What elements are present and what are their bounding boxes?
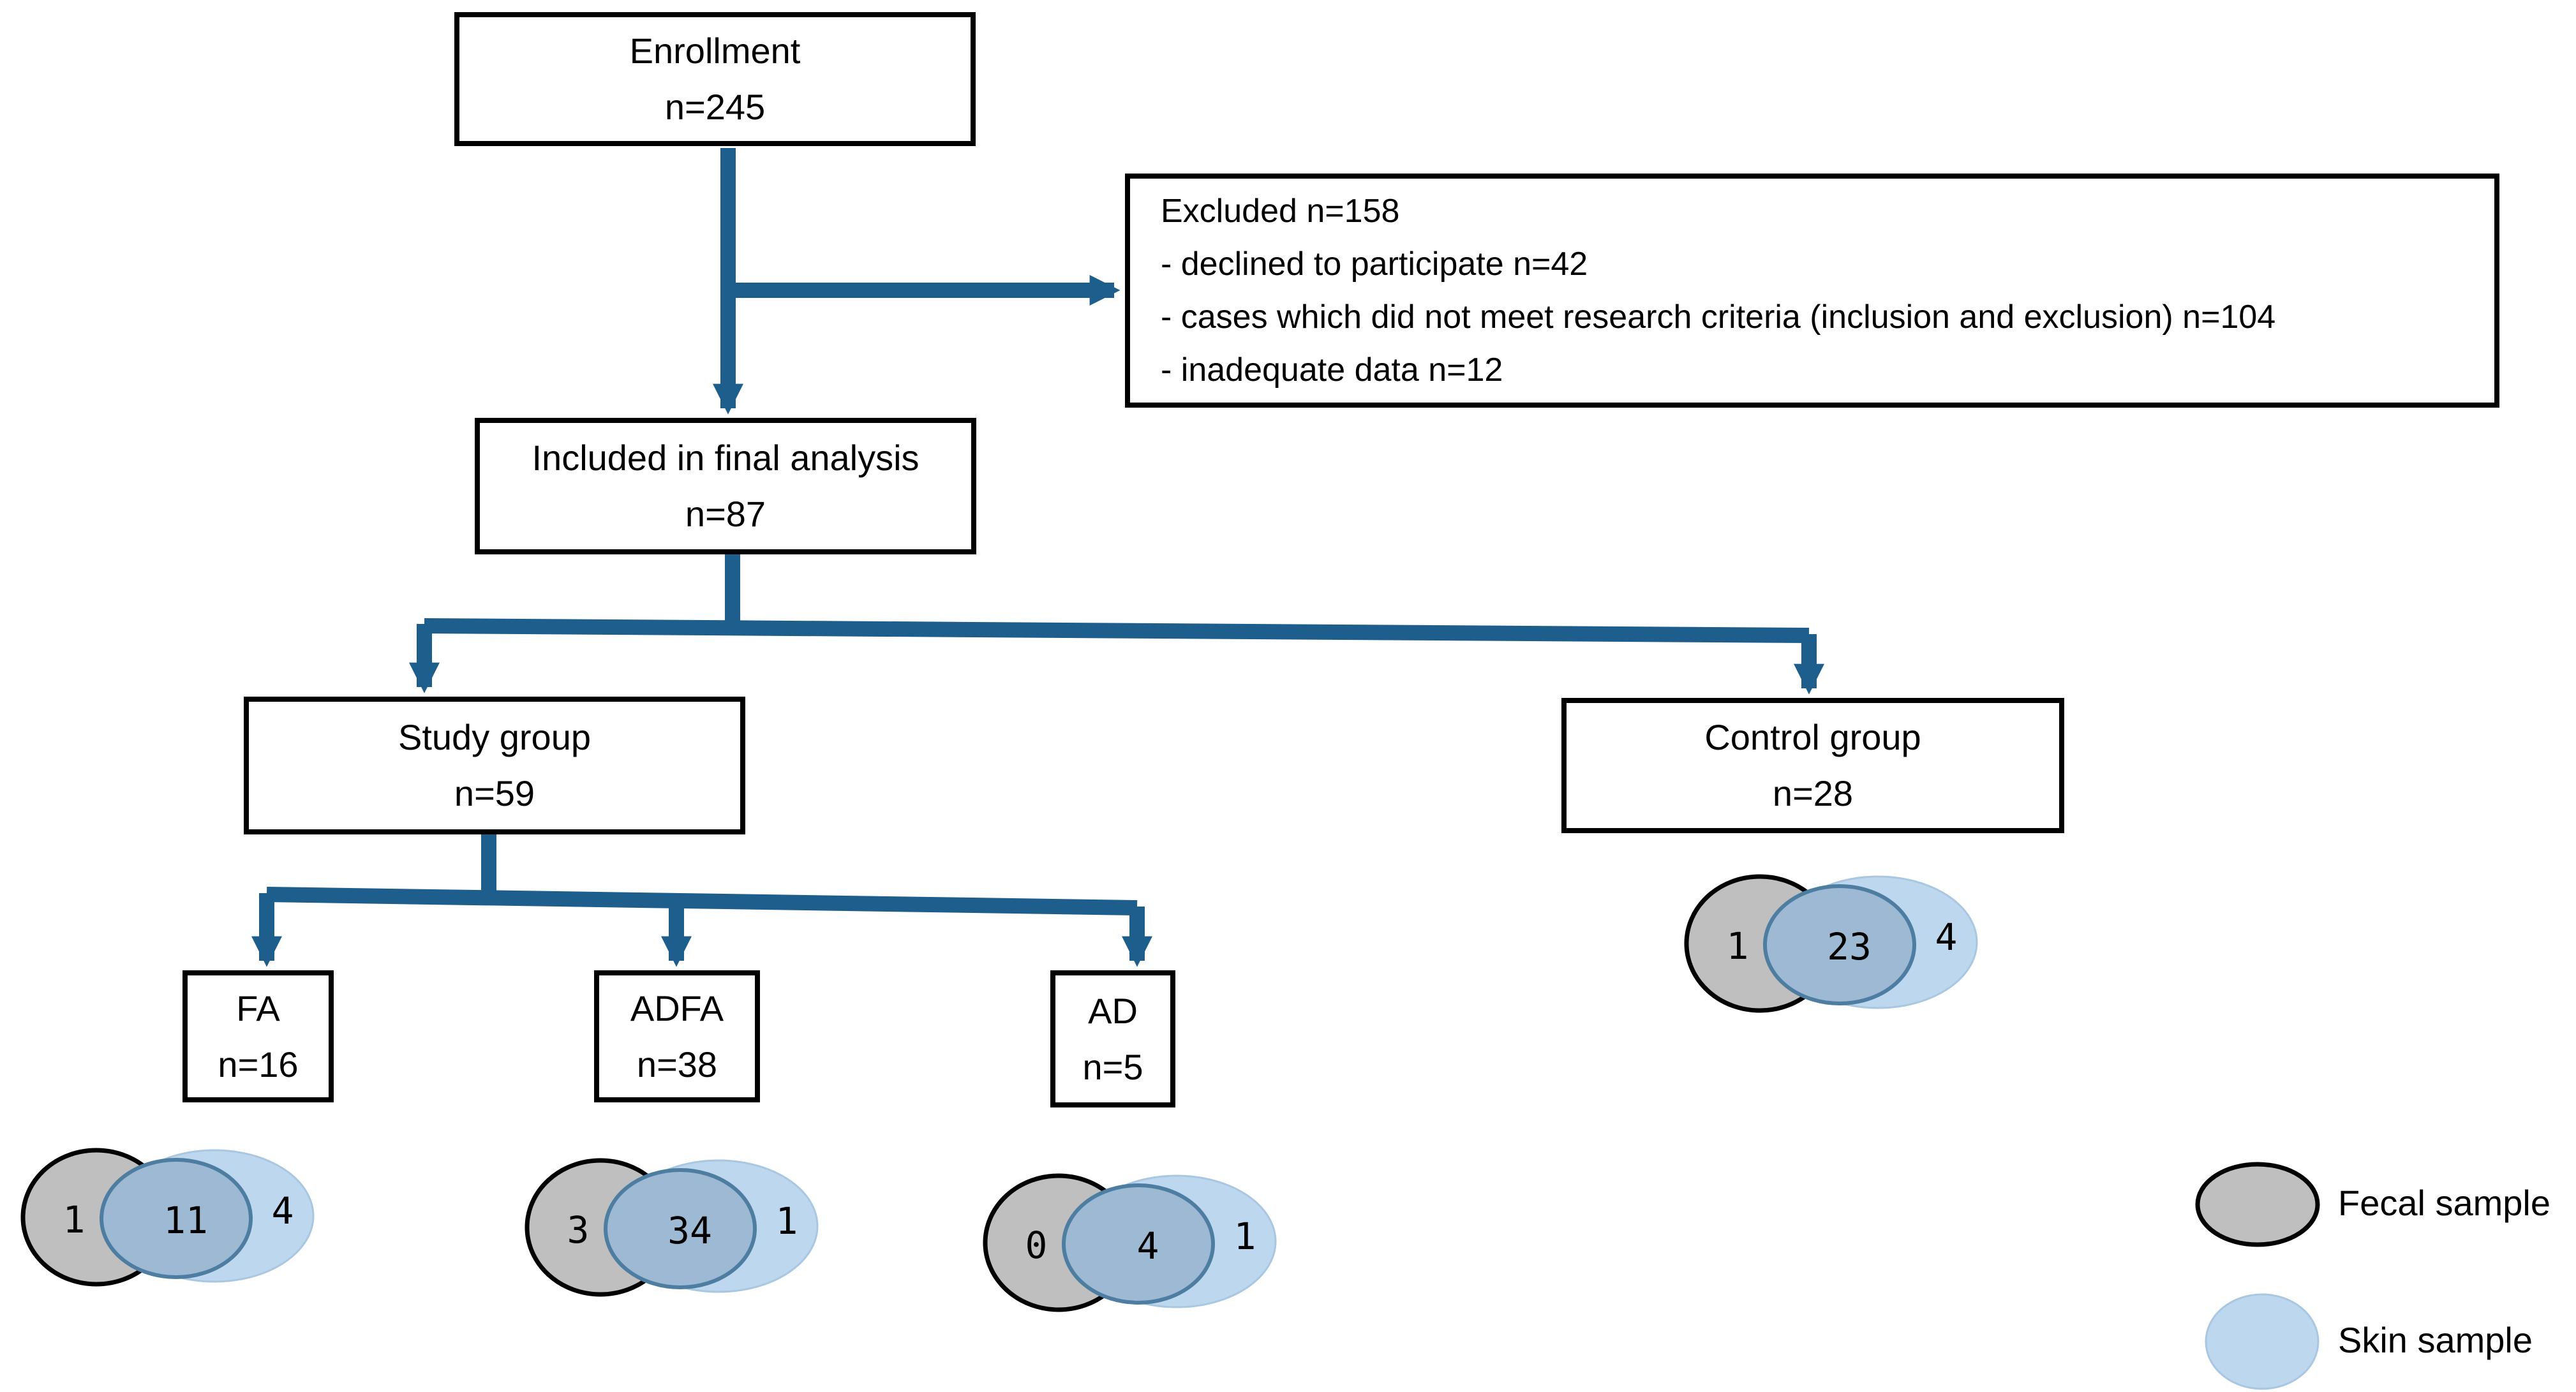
overlap-ellipse xyxy=(604,1168,757,1289)
venn-fa: 1 11 4 xyxy=(13,1141,358,1294)
venn-ad-skin-only-count: 1 xyxy=(1233,1215,1256,1258)
fa-group-label: FA xyxy=(236,988,280,1028)
venn-adfa: 3 34 1 xyxy=(517,1151,862,1304)
venn-control-shapes xyxy=(1684,874,1978,1013)
enrollment-label: Enrollment xyxy=(629,31,801,71)
fa-group-box: FA n=16 xyxy=(182,970,334,1102)
legend-shapes xyxy=(2195,1162,2320,1390)
adfa-group-count: n=38 xyxy=(636,1044,718,1085)
venn-control-skin-only-count: 4 xyxy=(1935,915,1958,959)
overlap-ellipse xyxy=(1062,1183,1215,1305)
skin-sample-legend-icon xyxy=(2205,1293,2319,1390)
study-group-box: Study group n=59 xyxy=(244,697,745,834)
excluded-reason-declined: - declined to participate n=42 xyxy=(1161,245,1588,283)
venn-fa-both-count: 11 xyxy=(163,1199,208,1242)
venn-adfa-both-count: 34 xyxy=(667,1209,712,1252)
ad-group-box: AD n=5 xyxy=(1050,970,1175,1107)
fecal-sample-legend-icon xyxy=(2195,1162,2320,1247)
control-group-count: n=28 xyxy=(1772,773,1854,813)
adfa-group-label: ADFA xyxy=(630,988,724,1028)
overlap-ellipse xyxy=(1763,884,1916,1005)
fa-group-count: n=16 xyxy=(218,1044,299,1085)
overlap-ellipse xyxy=(100,1158,253,1279)
venn-adfa-skin-only-count: 1 xyxy=(775,1199,798,1243)
venn-ad: 0 4 1 xyxy=(976,1166,1320,1319)
venn-ad-both-count: 4 xyxy=(1136,1224,1159,1268)
excluded-reason-inadequate-data: - inadequate data n=12 xyxy=(1161,351,1503,389)
venn-ad-shapes xyxy=(983,1173,1277,1312)
venn-fa-fecal-only-count: 1 xyxy=(63,1198,86,1241)
legend: Fecal sample Skin sample xyxy=(2189,1148,2576,1392)
control-group-box: Control group n=28 xyxy=(1561,698,2064,833)
venn-fa-skin-only-count: 4 xyxy=(271,1189,294,1233)
venn-control-both-count: 23 xyxy=(1827,925,1872,968)
enrollment-count: n=245 xyxy=(664,87,766,127)
venn-ad-fecal-only-count: 0 xyxy=(1025,1224,1048,1267)
included-count: n=87 xyxy=(685,494,766,534)
venn-control-fecal-only-count: 1 xyxy=(1726,924,1749,968)
excluded-box: Excluded n=158 - declined to participate… xyxy=(1125,174,2499,408)
study-group-count: n=59 xyxy=(454,773,535,813)
ad-group-label: AD xyxy=(1088,990,1138,1031)
excluded-title: Excluded n=158 xyxy=(1161,192,1400,230)
connector-split-horizontal-bottom xyxy=(266,887,1138,915)
study-group-label: Study group xyxy=(398,717,591,757)
legend-skin-label: Skin sample xyxy=(2338,1320,2533,1360)
included-label: Included in final analysis xyxy=(532,438,919,478)
ad-group-count: n=5 xyxy=(1082,1046,1143,1087)
enrollment-box: Enrollment n=245 xyxy=(454,12,976,146)
connector-split-horizontal-top xyxy=(424,618,1810,643)
venn-adfa-shapes xyxy=(525,1158,819,1297)
control-group-label: Control group xyxy=(1704,717,1921,757)
legend-fecal-label: Fecal sample xyxy=(2338,1183,2551,1223)
venn-control: 1 23 4 xyxy=(1677,867,2021,1020)
adfa-group-box: ADFA n=38 xyxy=(594,970,760,1102)
venn-fa-shapes xyxy=(20,1148,315,1287)
included-box: Included in final analysis n=87 xyxy=(475,418,976,554)
excluded-reason-criteria: - cases which did not meet research crit… xyxy=(1161,298,2276,336)
venn-adfa-fecal-only-count: 3 xyxy=(567,1208,590,1252)
